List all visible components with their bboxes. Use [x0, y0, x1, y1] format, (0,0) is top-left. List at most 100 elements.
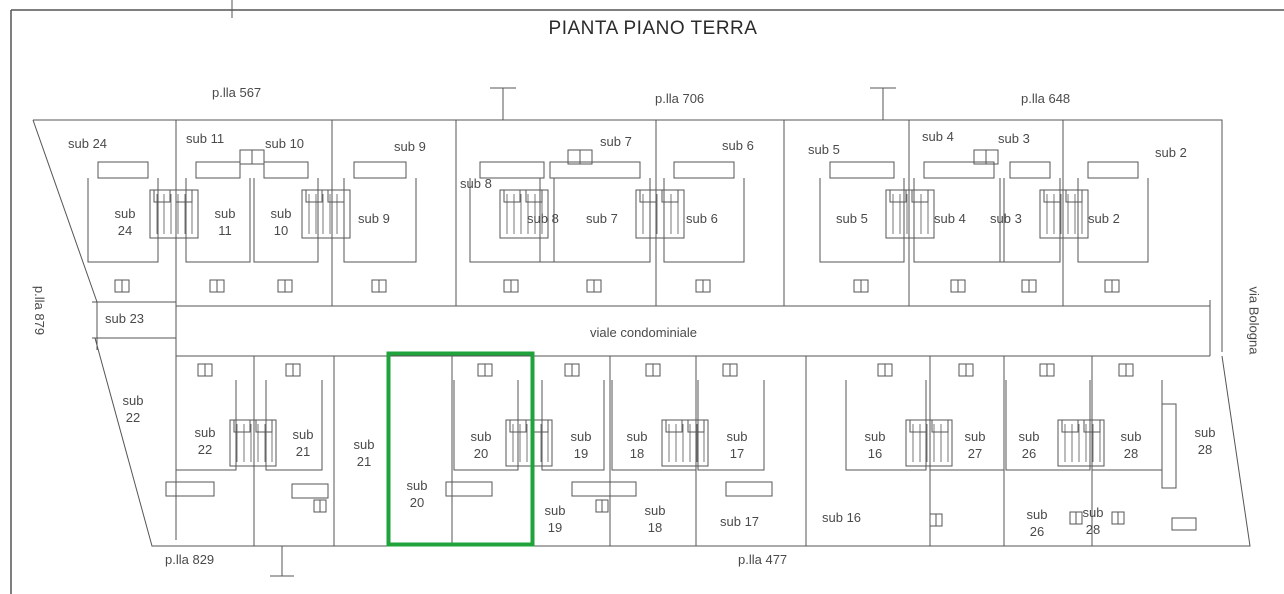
- stair-core-bottom-0: [229, 419, 277, 467]
- unit-label-sub2: sub 2: [1088, 211, 1120, 226]
- unit-wall-top-3: [353, 161, 407, 179]
- parcel-label-879: p.lla 879: [32, 285, 48, 336]
- stair-landing-top-3: [661, 189, 679, 203]
- stair-landing-top-5: [1043, 189, 1061, 203]
- stair-core-top-2: [499, 189, 549, 239]
- unit-label-sub6-top: sub 6: [722, 138, 754, 153]
- stair-landing-top-1: [305, 189, 323, 203]
- unit-walls-top-7: [819, 178, 905, 263]
- block-outline-top: [33, 119, 1223, 352]
- stair-core-bottom-4: [1057, 419, 1105, 467]
- unit-label-sub5-top: sub 5: [808, 142, 840, 157]
- highlight-box-sub20: [386, 351, 535, 547]
- unit-wall-bottom-21: [291, 483, 329, 499]
- unit-walls-bottom-0: [175, 380, 237, 471]
- stair-landing-bottom-2: [687, 419, 705, 433]
- unit-label-sub23: sub 23: [105, 311, 145, 326]
- stair-core-top-4: [885, 189, 935, 239]
- stair-landing-bottom-4: [1083, 419, 1101, 433]
- stair-landing-top-0: [153, 189, 171, 203]
- parcel-label-706: p.lla 706: [655, 91, 705, 106]
- unit-wall-top-2: [263, 161, 309, 179]
- unit-walls-bottom-5: [697, 380, 765, 471]
- street-label-viale-condominiale: viale condominiale: [590, 325, 697, 340]
- stair-landing-top-0: [175, 189, 193, 203]
- unit-label-sub5: sub 5: [836, 211, 868, 226]
- stair-landing-top-2: [503, 189, 521, 203]
- unit-wall-top-1: [195, 161, 241, 179]
- unit-walls-top-2: [253, 178, 319, 263]
- stair-landing-top-5: [1065, 189, 1083, 203]
- stair-landing-top-1: [327, 189, 345, 203]
- plan-title: PIANTA PIANO TERRA: [548, 18, 758, 39]
- unit-wall-bottom-20: [445, 481, 493, 497]
- unit-walls-bottom-8: [1005, 380, 1091, 471]
- unit-walls-bottom-4: [611, 380, 697, 471]
- stair-landing-top-3: [639, 189, 657, 203]
- stair-landing-bottom-2: [665, 419, 683, 433]
- unit-wall-top-10: [1087, 161, 1139, 179]
- stair-landing-bottom-0: [255, 419, 273, 433]
- unit-walls-bottom-1: [265, 380, 323, 471]
- unit-wall-bottom-28: [1161, 403, 1177, 489]
- stair-core-top-3: [635, 189, 685, 239]
- unit-label-sub17-outer: sub 17: [720, 514, 760, 529]
- stair-core-top-5: [1039, 189, 1089, 239]
- stair-landing-bottom-4: [1061, 419, 1079, 433]
- unit-label-sub24-top: sub 24: [68, 136, 108, 151]
- street-label-via-bologna: via Bologna: [1246, 286, 1262, 355]
- unit-label-sub9-top: sub 9: [394, 139, 426, 154]
- unit-label-sub9: sub 9: [358, 211, 390, 226]
- unit-walls-bottom-7: [929, 380, 1005, 471]
- unit-walls-top-4: [469, 178, 555, 263]
- unit-walls-top-0: [87, 178, 159, 263]
- stair-core-top-1: [301, 189, 351, 239]
- unit-label-sub10-top: sub 10: [265, 136, 305, 151]
- parcel-label-648: p.lla 648: [1021, 91, 1071, 106]
- stair-landing-top-4: [911, 189, 929, 203]
- unit-wall-top-6: [673, 161, 735, 179]
- unit-walls-bottom-3: [541, 380, 605, 471]
- parcel-label-477: p.lla 477: [738, 552, 788, 567]
- stair-landing-bottom-1: [509, 419, 527, 433]
- parcel-label-829: p.lla 829: [165, 552, 215, 567]
- unit-walls-top-10: [1077, 178, 1149, 263]
- stair-core-top-0: [149, 189, 199, 239]
- unit-wall-top-0: [97, 161, 149, 179]
- parcel-label-567: p.lla 567: [212, 85, 262, 100]
- unit-label-sub2-top: sub 2: [1155, 145, 1187, 160]
- unit-wall-top-5: [549, 161, 641, 179]
- unit-wall-top-4: [479, 161, 545, 179]
- unit-wall-bottom-19: [571, 481, 637, 497]
- unit-label-sub3: sub 3: [990, 211, 1022, 226]
- unit-label-sub7: sub 7: [586, 211, 618, 226]
- unit-label-sub8: sub 8: [527, 211, 559, 226]
- stair-core-bottom-3: [905, 419, 953, 467]
- unit-wall-bottom-22: [165, 481, 215, 497]
- unit-label-sub16-outer: sub 16: [822, 510, 862, 525]
- unit-walls-top-9: [999, 178, 1061, 263]
- unit-wall-top-9: [1009, 161, 1051, 179]
- unit-label-sub7-top: sub 7: [600, 134, 632, 149]
- meter-box-right: [1171, 517, 1197, 531]
